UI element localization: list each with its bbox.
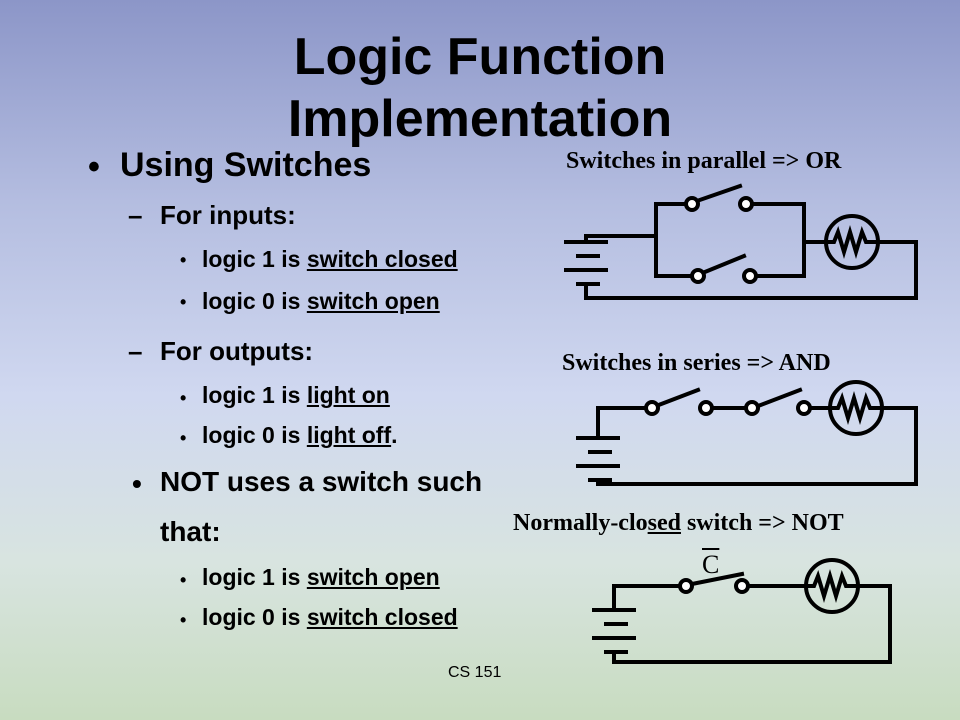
- or-caption: Switches in parallel => OR: [566, 148, 842, 174]
- bullet-dot: •: [180, 428, 187, 448]
- bullet-dot: •: [180, 570, 187, 590]
- or-switch-lever-top: [691, 183, 743, 205]
- not-circuit: [592, 558, 892, 664]
- bullet-dot: •: [132, 468, 142, 499]
- or-switch-lever-bottom: [697, 253, 747, 277]
- bullet-dot: •: [180, 610, 187, 630]
- not-caption: Normally-closed switch => NOT: [513, 510, 844, 536]
- title-line-1: Logic Function: [293, 28, 667, 86]
- bullet-dot: •: [88, 148, 100, 186]
- dash-marker: –: [128, 200, 143, 230]
- not-switch-lever: [689, 571, 745, 587]
- not-logic-0: logic 0 is switch closed: [202, 604, 458, 630]
- input-logic-1: logic 1 is switch closed: [202, 246, 458, 272]
- not-line-1: NOT uses a switch such: [160, 466, 483, 497]
- not-line-2: that:: [160, 516, 221, 547]
- bullet-for-inputs: For inputs:: [160, 200, 296, 230]
- not-logic-1: logic 1 is switch open: [202, 564, 440, 590]
- bullet-dot: •: [180, 292, 187, 312]
- bullet-using-switches: Using Switches: [120, 146, 372, 184]
- bullet-dot: •: [180, 388, 187, 408]
- output-logic-0: logic 0 is light off.: [202, 422, 398, 448]
- and-caption: Switches in series => AND: [562, 350, 831, 376]
- not-switch-label: C: [702, 550, 720, 579]
- dash-marker: –: [128, 336, 143, 366]
- slide-title: Logic Function Implementation: [0, 26, 960, 150]
- title-line-2: Implementation: [287, 90, 673, 148]
- and-circuit: [576, 380, 918, 486]
- footer-course-label: CS 151: [448, 664, 502, 681]
- output-logic-1: logic 1 is light on: [202, 382, 390, 408]
- input-logic-0: logic 0 is switch open: [202, 288, 440, 314]
- bullet-dot: •: [180, 250, 187, 270]
- or-circuit: [564, 183, 918, 300]
- bullet-for-outputs: For outputs:: [160, 336, 314, 366]
